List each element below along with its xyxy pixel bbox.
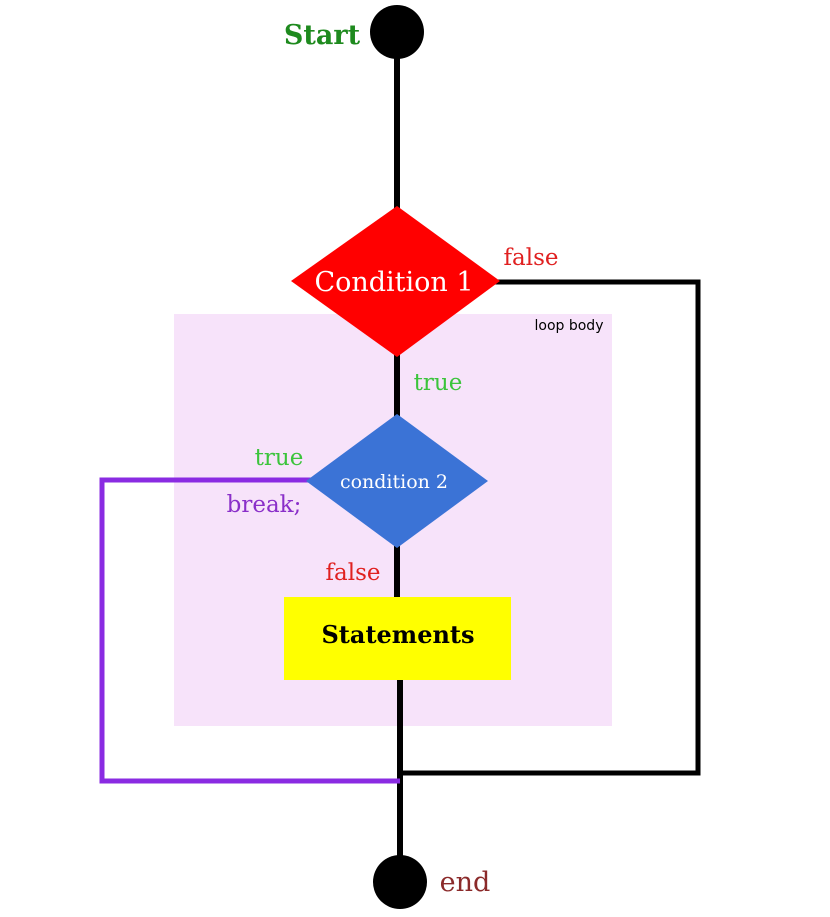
condition1-label: Condition 1 [314,267,473,298]
condition2-false-label: false [326,560,381,586]
statements-label: Statements [321,620,474,649]
condition2-true-label: true [255,445,304,471]
condition1-false-label: false [504,245,559,271]
start-node [370,5,424,59]
condition1-true-label: true [414,370,463,396]
end-node [373,855,427,909]
end-label: end [440,867,491,898]
connector-break-path [99,477,400,784]
condition1-diamond [291,206,500,357]
condition2-diamond [306,414,488,548]
statements-box [284,597,511,680]
condition2-label: condition 2 [340,471,448,493]
start-label: Start [284,20,361,51]
loop-body-label: loop body [535,318,604,334]
connector-condition1-false-exit [400,279,701,776]
break-label: break; [227,492,302,518]
